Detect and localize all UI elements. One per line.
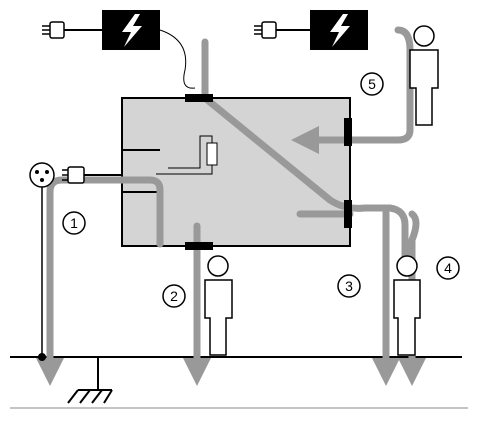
callout-5: 5 [360, 72, 384, 96]
callout-3: 3 [337, 274, 361, 298]
current-path-1 [36, 176, 164, 386]
cable-coil [159, 29, 196, 89]
outlet-icon [29, 162, 55, 361]
plug-icon [42, 21, 65, 39]
callout-1: 1 [62, 211, 86, 235]
current-path-4 [398, 210, 426, 386]
ground-symbol-icon [67, 357, 113, 404]
callout-2: 2 [162, 284, 186, 308]
plug-icon [62, 166, 122, 184]
svg-text:4: 4 [444, 260, 452, 276]
svg-text:3: 3 [345, 278, 353, 294]
lightning-icon [330, 14, 350, 47]
svg-text:5: 5 [368, 76, 376, 92]
lightning-icon [122, 14, 142, 47]
person-icon [409, 25, 439, 126]
current-path-5 [291, 26, 414, 154]
contact-points [185, 94, 352, 250]
power-supply-icon [58, 10, 160, 50]
callout-4: 4 [436, 256, 460, 280]
resistor-icon [206, 142, 218, 166]
plug-icon [254, 21, 277, 39]
power-supply-icon [270, 10, 368, 50]
svg-text:2: 2 [170, 288, 178, 304]
svg-text:1: 1 [70, 215, 78, 231]
person-icon [393, 255, 421, 356]
person-icon [204, 255, 233, 356]
